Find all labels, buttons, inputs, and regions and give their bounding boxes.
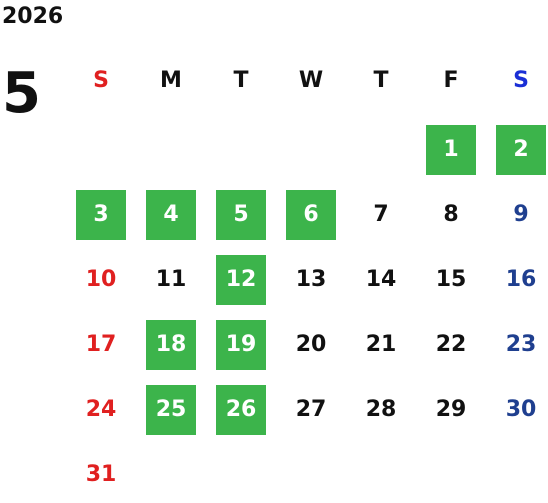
calendar-day-10[interactable]: 10 [85,267,117,292]
calendar-day-7[interactable]: 7 [373,202,389,227]
calendar-day-6[interactable]: 6 [286,190,336,240]
calendar-day-22[interactable]: 22 [435,332,467,357]
weekday-header-6: S [513,68,529,93]
calendar-day-28[interactable]: 28 [365,397,397,422]
calendar-day-12[interactable]: 12 [216,255,266,305]
year-label: 2026 [2,4,64,29]
calendar-day-2[interactable]: 2 [496,125,546,175]
calendar-day-17[interactable]: 17 [85,332,117,357]
calendar-day-15[interactable]: 15 [435,267,467,292]
calendar-day-4[interactable]: 4 [146,190,196,240]
calendar-day-29[interactable]: 29 [435,397,467,422]
calendar-day-19[interactable]: 19 [216,320,266,370]
calendar-day-23[interactable]: 23 [505,332,537,357]
calendar-day-21[interactable]: 21 [365,332,397,357]
calendar-day-9[interactable]: 9 [513,202,529,227]
weekday-header-3: W [298,68,324,93]
weekday-header-2: T [233,68,249,93]
calendar-day-1[interactable]: 1 [426,125,476,175]
calendar-day-31[interactable]: 31 [85,462,117,487]
weekday-header-1: M [160,68,182,93]
calendar-day-20[interactable]: 20 [295,332,327,357]
month-label: 5 [2,61,41,126]
calendar-day-16[interactable]: 16 [505,267,537,292]
calendar-day-18[interactable]: 18 [146,320,196,370]
calendar-day-26[interactable]: 26 [216,385,266,435]
calendar-day-27[interactable]: 27 [295,397,327,422]
calendar-day-25[interactable]: 25 [146,385,196,435]
weekday-header-0: S [93,68,109,93]
calendar-day-11[interactable]: 11 [155,267,187,292]
calendar-day-30[interactable]: 30 [505,397,537,422]
weekday-header-4: T [373,68,389,93]
calendar-day-3[interactable]: 3 [76,190,126,240]
calendar-day-14[interactable]: 14 [365,267,397,292]
calendar-day-5[interactable]: 5 [216,190,266,240]
calendar-day-8[interactable]: 8 [443,202,459,227]
calendar-day-13[interactable]: 13 [295,267,327,292]
calendar-day-24[interactable]: 24 [85,397,117,422]
weekday-header-5: F [443,68,459,93]
